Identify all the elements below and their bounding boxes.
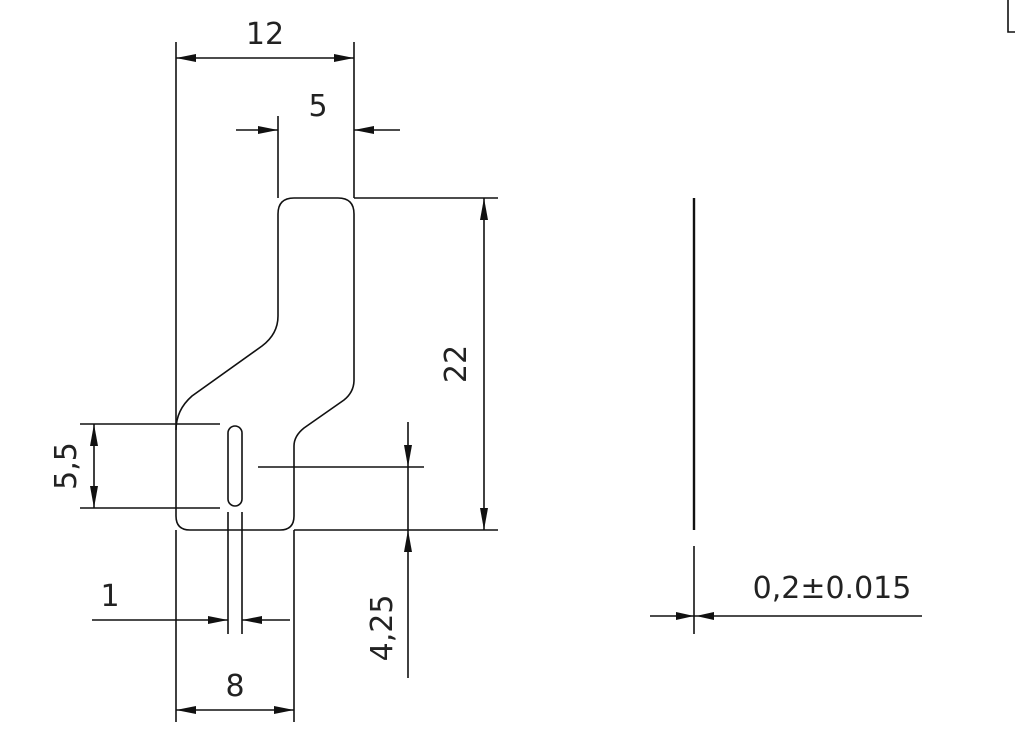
- dim-bottom-width: 8: [175, 530, 295, 722]
- part-outline: [175, 197, 355, 531]
- dim-width-top-tab-label: 5: [308, 89, 327, 124]
- dim-width-top-tab: 5: [236, 89, 400, 198]
- dim-width-total-label: 12: [246, 17, 284, 52]
- dim-slot-length: 5,5: [49, 423, 220, 509]
- dim-width-total: 12: [175, 17, 355, 430]
- dim-slot-width: 1: [92, 512, 290, 634]
- dim-bottom-width-label: 8: [225, 669, 244, 704]
- dim-slot-width-label: 1: [100, 579, 119, 614]
- frame-corner-mark: [1007, 0, 1015, 33]
- dim-height-total-label: 22: [439, 345, 474, 383]
- dim-thickness-label: 0,2±0.015: [753, 571, 912, 606]
- side-view: 0,2±0.015: [650, 198, 922, 634]
- dim-height-total: 22: [294, 197, 498, 531]
- slot-hole: [227, 425, 243, 507]
- dim-slot-offset-label: 4,25: [365, 595, 400, 662]
- dim-slot-offset: 4,25: [258, 422, 424, 678]
- dim-slot-length-label: 5,5: [49, 442, 84, 490]
